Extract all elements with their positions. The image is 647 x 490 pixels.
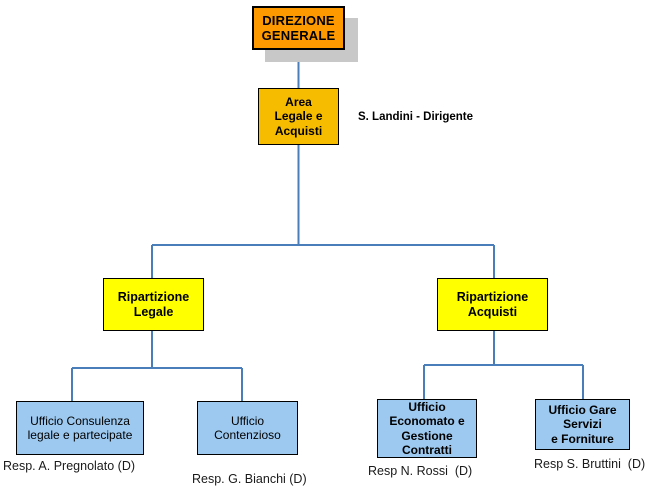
node-area-legale-acquisti[interactable]: Area Legale e Acquisti — [258, 88, 339, 145]
caption-resp-gare: Resp S. Bruttini (D) — [534, 457, 646, 471]
node-direzione-generale[interactable]: DIREZIONE GENERALE — [252, 6, 345, 50]
node-ripartizione-acquisti[interactable]: Ripartizione Acquisti — [437, 278, 548, 331]
node-ripartizione-legale[interactable]: Ripartizione Legale — [103, 278, 204, 331]
node-ufficio-gare[interactable]: Ufficio Gare Servizi e Forniture — [535, 399, 630, 450]
caption-resp-economato: Resp N. Rossi (D) — [368, 464, 473, 478]
caption-resp-contenzioso: Resp. G. Bianchi (D) — [192, 472, 307, 486]
node-ufficio-economato[interactable]: Ufficio Economato e Gestione Contratti — [377, 399, 477, 458]
caption-resp-consulenza: Resp. A. Pregnolato (D) — [3, 459, 136, 473]
caption-dirigente: S. Landini - Dirigente — [358, 111, 474, 123]
node-ufficio-contenzioso[interactable]: Ufficio Contenzioso — [197, 401, 298, 455]
node-ufficio-consulenza[interactable]: Ufficio Consulenza legale e partecipate — [16, 401, 144, 455]
